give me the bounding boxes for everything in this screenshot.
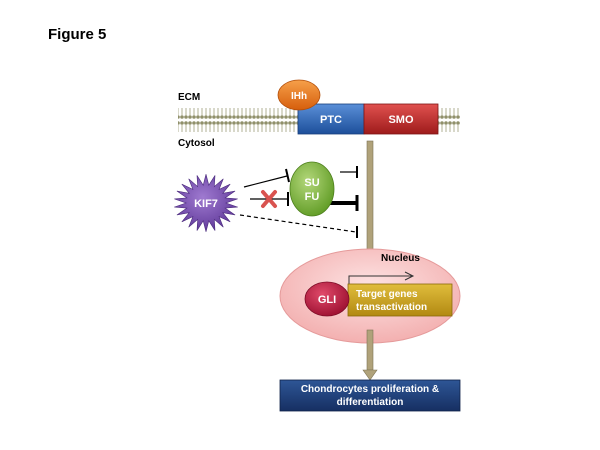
cytosol-label: Cytosol <box>178 138 215 149</box>
sufu-protein <box>289 161 335 217</box>
figure-title: Figure 5 <box>48 26 107 43</box>
outcome-line1: Chondrocytes proliferation & <box>301 384 439 395</box>
nucleus-label: Nucleus <box>381 253 420 264</box>
gli-factor <box>304 281 350 317</box>
outcome-box <box>279 379 461 412</box>
signal-arrowhead-lower <box>362 369 378 381</box>
sufu-label-line1: SU <box>304 177 319 189</box>
smo-label: SMO <box>388 114 414 126</box>
ptc-receptor <box>297 103 365 135</box>
kif7-label: KIF7 <box>194 198 218 210</box>
target-genes-line1: Target genes <box>356 289 418 300</box>
blocked-x-icon <box>261 190 277 208</box>
ihh-label: IHh <box>291 91 307 102</box>
signal-shaft-lower <box>366 329 374 371</box>
sufu-label-line2: FU <box>305 191 320 203</box>
ihh-ligand <box>277 79 321 111</box>
gli-label: GLI <box>318 294 336 306</box>
signal-shaft-upper <box>366 140 374 252</box>
ptc-label: PTC <box>320 114 342 126</box>
target-genes-box <box>347 283 453 317</box>
smo-receptor <box>363 103 439 135</box>
target-genes-line2: transactivation <box>356 302 427 313</box>
kif7-protein <box>174 174 238 232</box>
ecm-label: ECM <box>178 92 200 103</box>
outcome-line2: differentiation <box>337 397 404 408</box>
